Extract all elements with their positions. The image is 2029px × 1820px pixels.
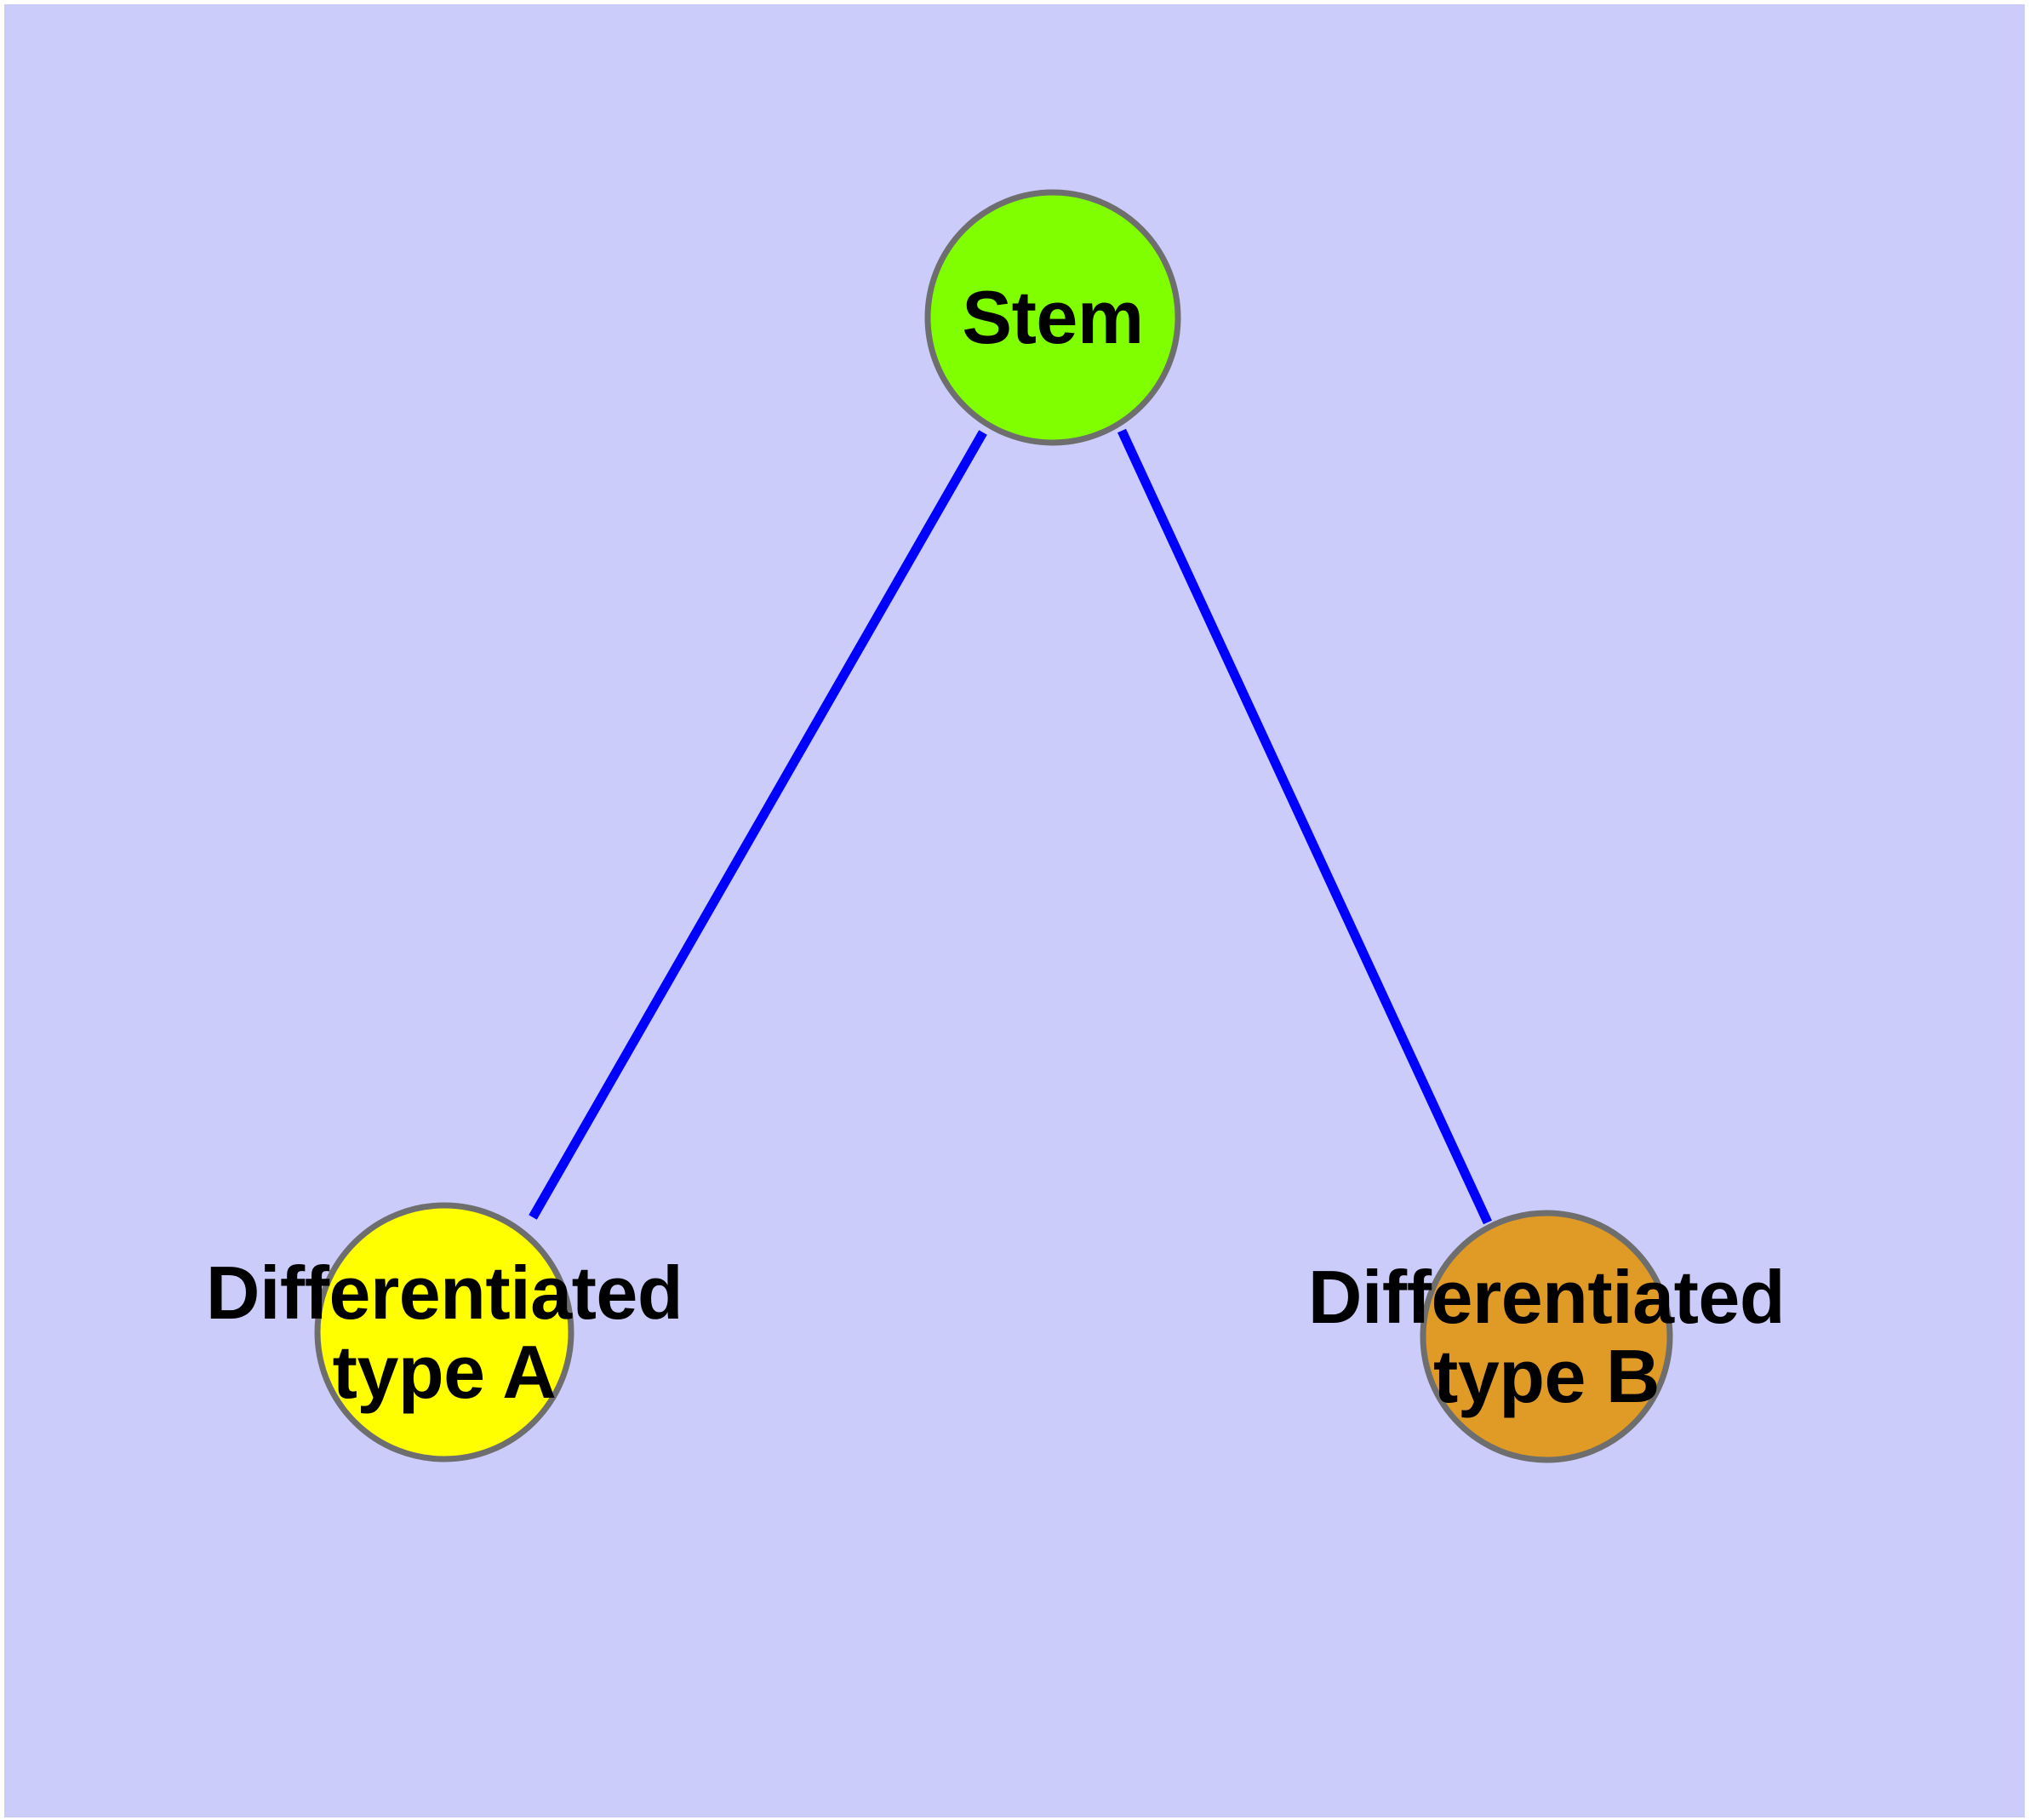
nodes-group: [314, 189, 1673, 1463]
graph-node-stem[interactable]: [924, 189, 1181, 446]
graph-node-diff_a[interactable]: [314, 1202, 574, 1462]
graph-edge-stem-diff_a[interactable]: [529, 430, 987, 1220]
graph-edge-stem-diff_b[interactable]: [1117, 428, 1492, 1225]
graph-node-diff_b[interactable]: [1420, 1210, 1673, 1463]
edges-group: [529, 428, 1492, 1225]
